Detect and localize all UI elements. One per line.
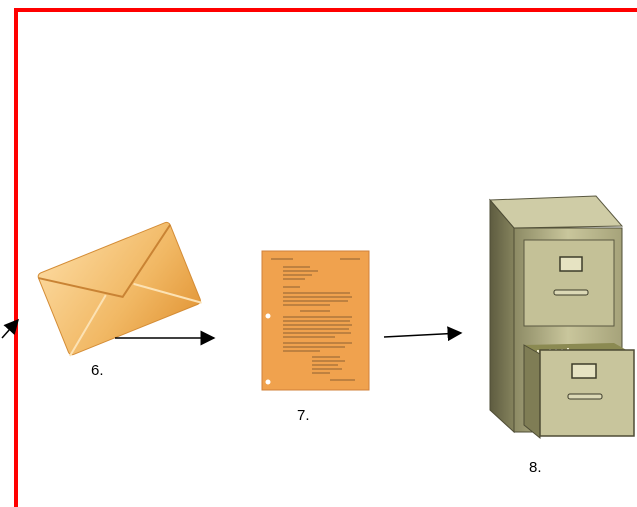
arrow-7-to-8 [384, 333, 461, 337]
step-7-label: 7. [297, 407, 310, 424]
letter-document-icon [262, 251, 369, 390]
incoming-arrow [2, 320, 18, 338]
step-8-label: 8. [529, 459, 542, 476]
filing-cabinet-icon [490, 196, 634, 438]
envelope-icon [37, 221, 202, 356]
step-6-label: 6. [91, 362, 104, 379]
